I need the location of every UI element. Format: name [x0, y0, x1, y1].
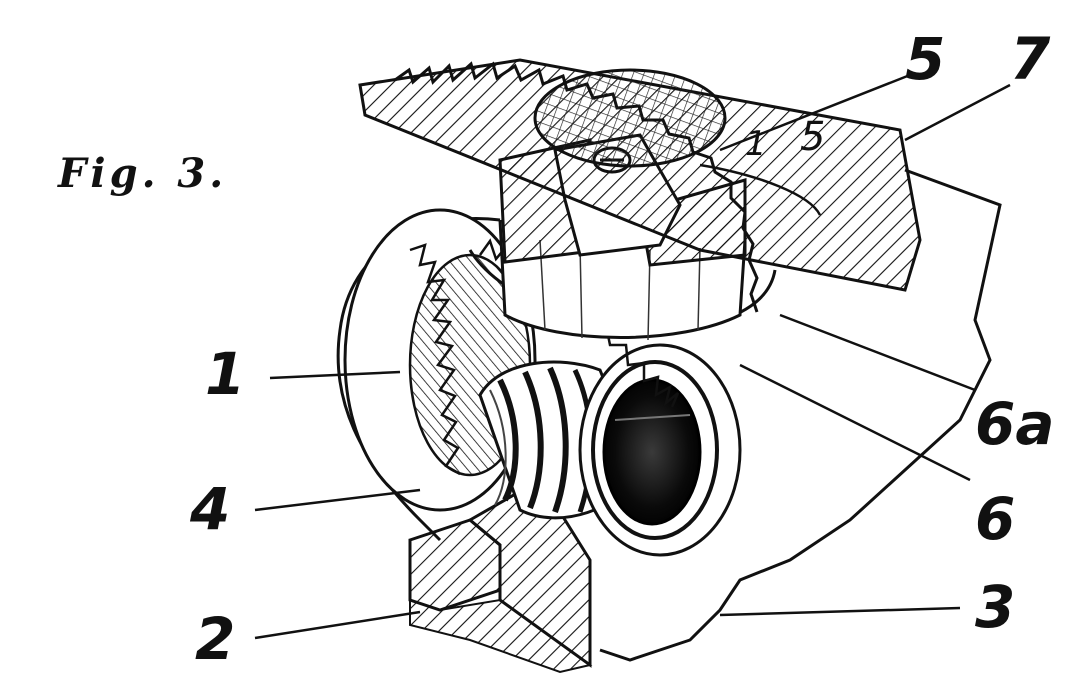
dial-plate: 5 1 [358, 58, 922, 313]
leader-1 [269, 370, 401, 380]
label-6a: 6a [975, 390, 1055, 458]
label-4: 4 [190, 475, 231, 543]
leader-4 [254, 488, 421, 512]
label-5: 5 [905, 25, 946, 93]
leader-5 [719, 73, 911, 152]
figure-title: Fig. 3. [58, 150, 228, 197]
leader-2 [254, 610, 421, 640]
label-1: 1 [205, 340, 246, 408]
leader-6a [779, 313, 976, 392]
base-block [408, 477, 593, 674]
dial-mark-5: 5 [800, 114, 825, 160]
leader-7 [904, 83, 1011, 142]
leader-6 [739, 363, 971, 482]
label-2: 2 [195, 605, 236, 673]
worm-bore [578, 343, 742, 557]
label-6: 6 [975, 485, 1016, 553]
dial-mark-1: 1 [745, 124, 767, 164]
label-7: 7 [1010, 25, 1051, 93]
label-3: 3 [975, 573, 1016, 641]
leader-3 [719, 606, 961, 617]
leader-lines [254, 73, 1011, 640]
